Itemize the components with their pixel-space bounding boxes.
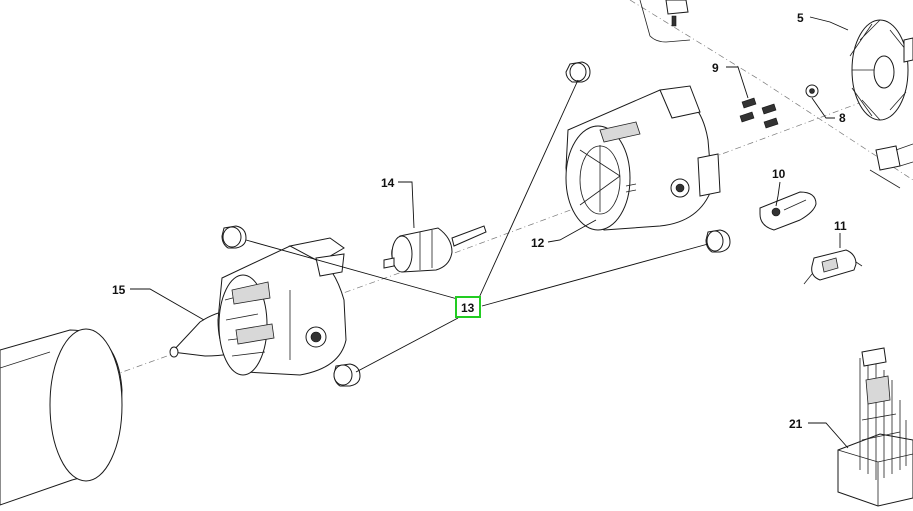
part-5-impeller <box>849 19 913 121</box>
ring-right <box>705 229 731 253</box>
callout-13-highlight-box <box>455 296 481 318</box>
part-13-rings <box>221 61 731 387</box>
part-9-screws <box>739 97 779 129</box>
callout-13-highlighted[interactable]: 13 <box>455 296 481 318</box>
callout-13[interactable]: 13 <box>461 301 475 315</box>
callout-11[interactable]: 11 <box>834 219 847 233</box>
assembly-axis-lines <box>99 0 913 381</box>
callout-15[interactable]: 15 <box>112 283 126 297</box>
part-14-motor <box>383 225 487 273</box>
ring-top <box>565 61 591 83</box>
ring-bottom <box>333 363 361 387</box>
callout-labels: 5 8 9 10 11 12 14 15 21 13 <box>112 11 847 431</box>
callout-21[interactable]: 21 <box>789 417 803 431</box>
part-8-bushing <box>805 84 819 98</box>
callout-9[interactable]: 9 <box>712 61 719 75</box>
leader-lines <box>130 16 849 449</box>
part-12-duct-housing <box>565 85 721 231</box>
top-bracket <box>639 0 691 43</box>
housing-tube <box>0 328 123 506</box>
fan-housing-front <box>217 237 347 376</box>
callout-12[interactable]: 12 <box>531 236 545 250</box>
ring-left <box>221 225 247 249</box>
callout-10[interactable]: 10 <box>772 167 786 181</box>
part-10-switch <box>759 191 817 231</box>
right-edge-clip <box>869 143 913 189</box>
callout-14[interactable]: 14 <box>381 176 395 190</box>
callout-8[interactable]: 8 <box>839 111 846 125</box>
part-21-base-assembly <box>837 347 913 507</box>
callout-5[interactable]: 5 <box>797 11 804 25</box>
part-11-connector <box>803 249 863 285</box>
